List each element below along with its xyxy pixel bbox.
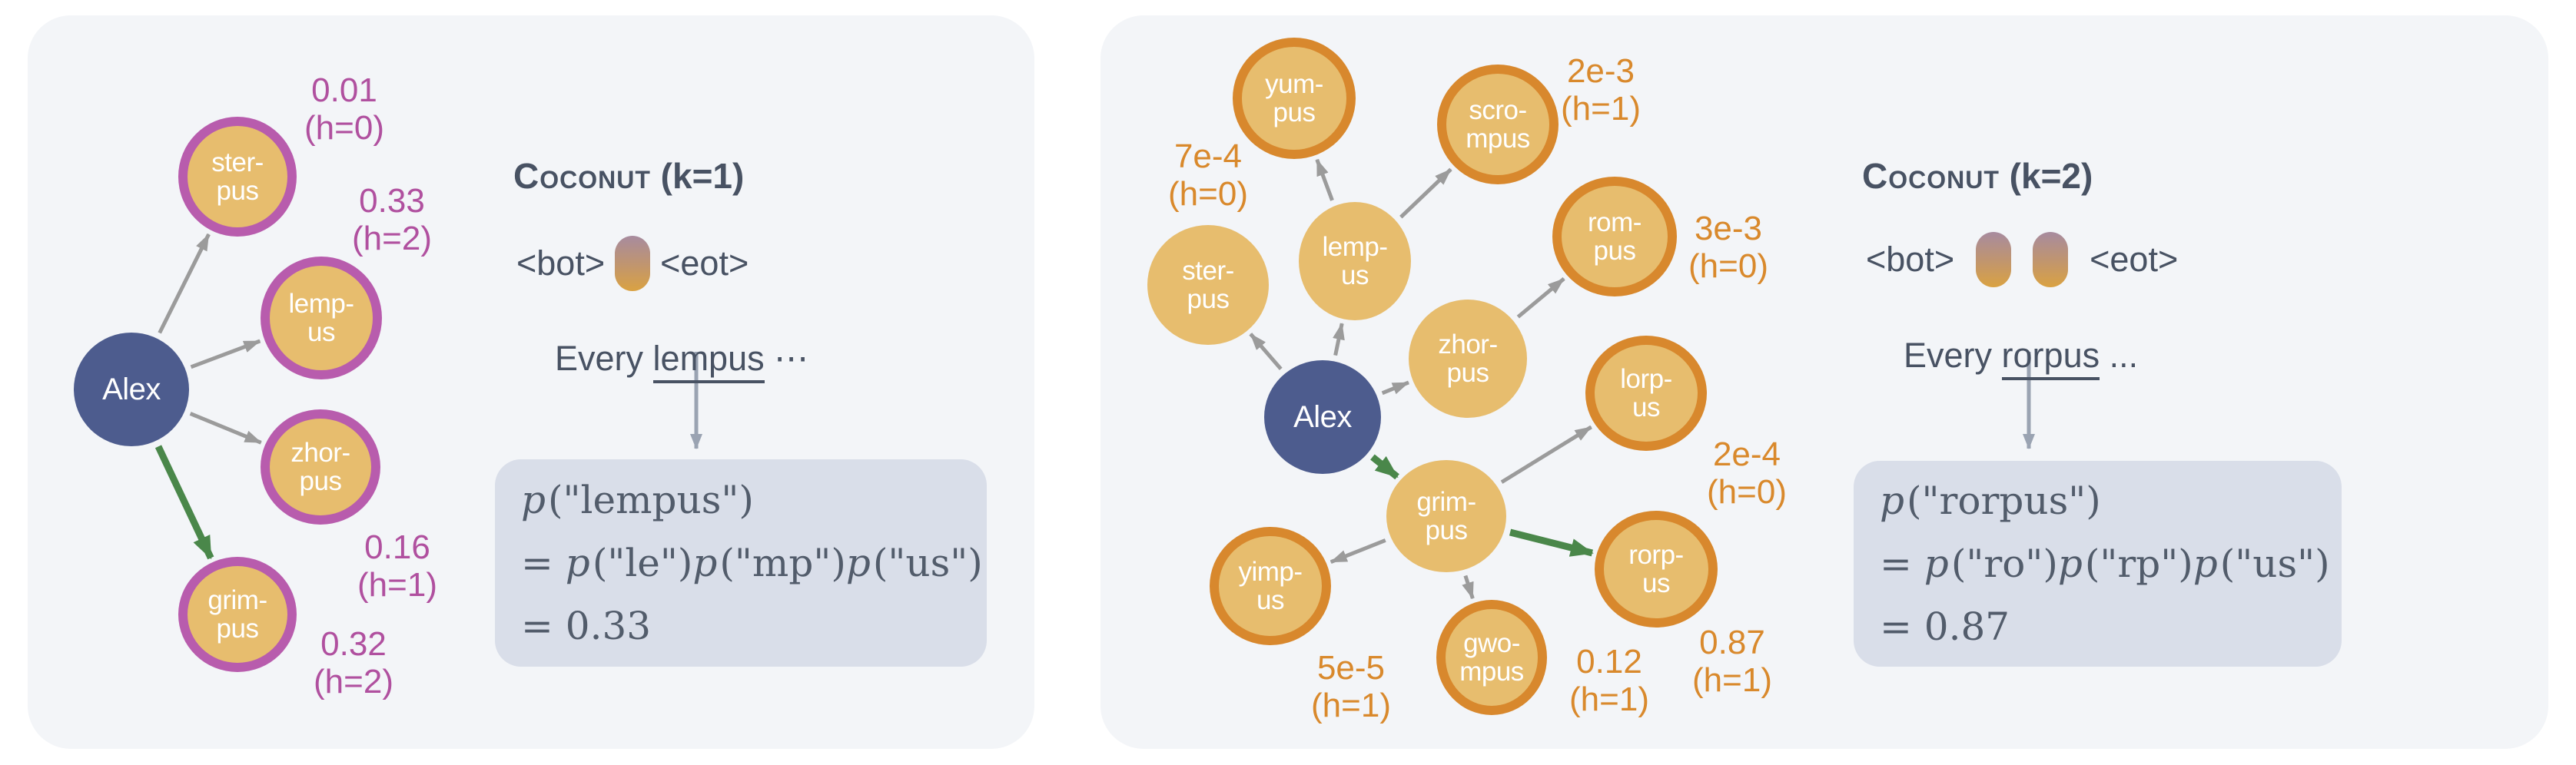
- sentence-ellipsis: ...: [2100, 336, 2139, 375]
- sampled-edge-alex2-grimpus2: [1370, 454, 1399, 480]
- formula-line: p("lempus"): [521, 478, 754, 522]
- graph-node-grimpus2: grim- pus: [1386, 460, 1506, 572]
- edge-lempus2-scrompus: [1399, 167, 1452, 219]
- graph-node-rorpus: rorp- us: [1595, 511, 1718, 628]
- decoded-sentence-k2: Every rorpus ...: [1865, 296, 2138, 416]
- edge-alex2-sterpus2: [1249, 333, 1283, 371]
- panel-title-k1: Coconut (k=1): [513, 155, 744, 197]
- prob-label: 0.16 (h=1): [357, 528, 437, 604]
- edge-alex2-lempus2: [1333, 323, 1345, 356]
- edge-alex-lempus: [190, 339, 261, 369]
- prob-label: 0.32 (h=2): [314, 625, 393, 700]
- probability-formula-box-k1: p("lempus") = p("le")p("mp")p("us") = 0.…: [495, 459, 987, 667]
- bot-token: <bot>: [516, 243, 606, 283]
- formula-line: = p("le")p("mp")p("us"): [521, 541, 983, 585]
- graph-node-lempus2: lemp- us: [1299, 202, 1411, 320]
- prob-label: 0.12 (h=1): [1569, 643, 1649, 718]
- edge-lempus2-yumpus: [1315, 158, 1334, 201]
- prob-label: 0.01 (h=0): [304, 71, 384, 147]
- sentence-prefix: Every: [555, 339, 653, 378]
- graph-node-scrompus: scro- mpus: [1437, 65, 1559, 184]
- method-name: Coconut: [1862, 156, 2000, 196]
- edge-alex-zhorpus: [189, 412, 262, 445]
- sampled-word: lempus: [652, 339, 765, 383]
- formula-line: = 0.33: [521, 604, 652, 648]
- continuous-thought-pills: [615, 236, 651, 291]
- graph-node-lorpus: lorp- us: [1585, 336, 1707, 451]
- graph-node-rompus: rom- pus: [1552, 177, 1677, 296]
- sampled-edge-grimpus2-rorpus: [1509, 528, 1594, 557]
- eot-token: <eot>: [2090, 240, 2179, 279]
- edge-grimpus2-gwompus: [1462, 575, 1475, 600]
- graph-node-zhorpus2: zhor- pus: [1409, 300, 1527, 418]
- graph-node-zhorpus: zhor- pus: [261, 409, 380, 525]
- graph-node-sterpus: ster- pus: [178, 117, 297, 237]
- token-sequence-k2: <bot> <eot>: [1866, 232, 2178, 287]
- sampled-word: rorpus: [2001, 336, 2100, 380]
- continuous-thought-icon: [615, 236, 651, 291]
- graph-node-alex: Alex: [74, 333, 189, 446]
- graph-node-alex2: Alex: [1264, 360, 1381, 474]
- sampled-edge-alex-grimpus: [154, 445, 214, 560]
- bot-token: <bot>: [1866, 240, 1955, 279]
- prob-label: 7e-4 (h=0): [1168, 137, 1248, 213]
- continuous-thought-pills: [1976, 232, 2069, 287]
- probability-formula-box-k2: p("rorpus") = p("ro")p("rp")p("us") = 0.…: [1854, 461, 2342, 667]
- decoded-sentence-k1: Every lempus ⋯: [516, 298, 808, 419]
- panel-title-k2: Coconut (k=2): [1862, 155, 2093, 197]
- edge-grimpus2-lorpus: [1500, 425, 1592, 484]
- formula-line: = p("ro")p("rp")p("us"): [1880, 541, 2330, 586]
- graph-node-yumpus: yum- pus: [1233, 38, 1356, 159]
- edge-alex-sterpus: [158, 233, 211, 334]
- formula-line: = 0.87: [1880, 604, 2010, 649]
- graph-node-grimpus: grim- pus: [178, 557, 297, 672]
- method-name: Coconut: [513, 156, 651, 196]
- graph-node-gwompus: gwo- mpus: [1436, 600, 1547, 715]
- graph-node-yimpus: yimp- us: [1210, 527, 1331, 645]
- token-sequence-k1: <bot> <eot>: [516, 235, 749, 292]
- continuous-thought-icon: [2033, 232, 2069, 287]
- edge-grimpus2-yimpus: [1329, 538, 1386, 565]
- eot-token: <eot>: [660, 243, 749, 283]
- prob-label: 0.87 (h=1): [1692, 624, 1772, 699]
- prob-label: 2e-3 (h=1): [1561, 52, 1641, 128]
- graph-node-sterpus2: ster- pus: [1147, 225, 1269, 345]
- sentence-ellipsis: ⋯: [764, 339, 809, 378]
- continuous-thought-icon: [1976, 232, 2012, 287]
- k-value: (k=2): [1999, 156, 2093, 196]
- prob-label: 2e-4 (h=0): [1707, 435, 1787, 511]
- prob-label: 5e-5 (h=1): [1311, 649, 1391, 724]
- graph-node-lempus: lemp- us: [261, 257, 382, 379]
- prob-label: 3e-3 (h=0): [1688, 210, 1768, 285]
- prob-label: 0.33 (h=2): [352, 182, 432, 257]
- k-value: (k=1): [650, 156, 745, 196]
- formula-line: p("rorpus"): [1880, 479, 2101, 523]
- edge-alex2-zhorpus2: [1381, 380, 1409, 396]
- edge-zhorpus2-rompus: [1516, 277, 1565, 319]
- sentence-prefix: Every: [1904, 336, 2002, 375]
